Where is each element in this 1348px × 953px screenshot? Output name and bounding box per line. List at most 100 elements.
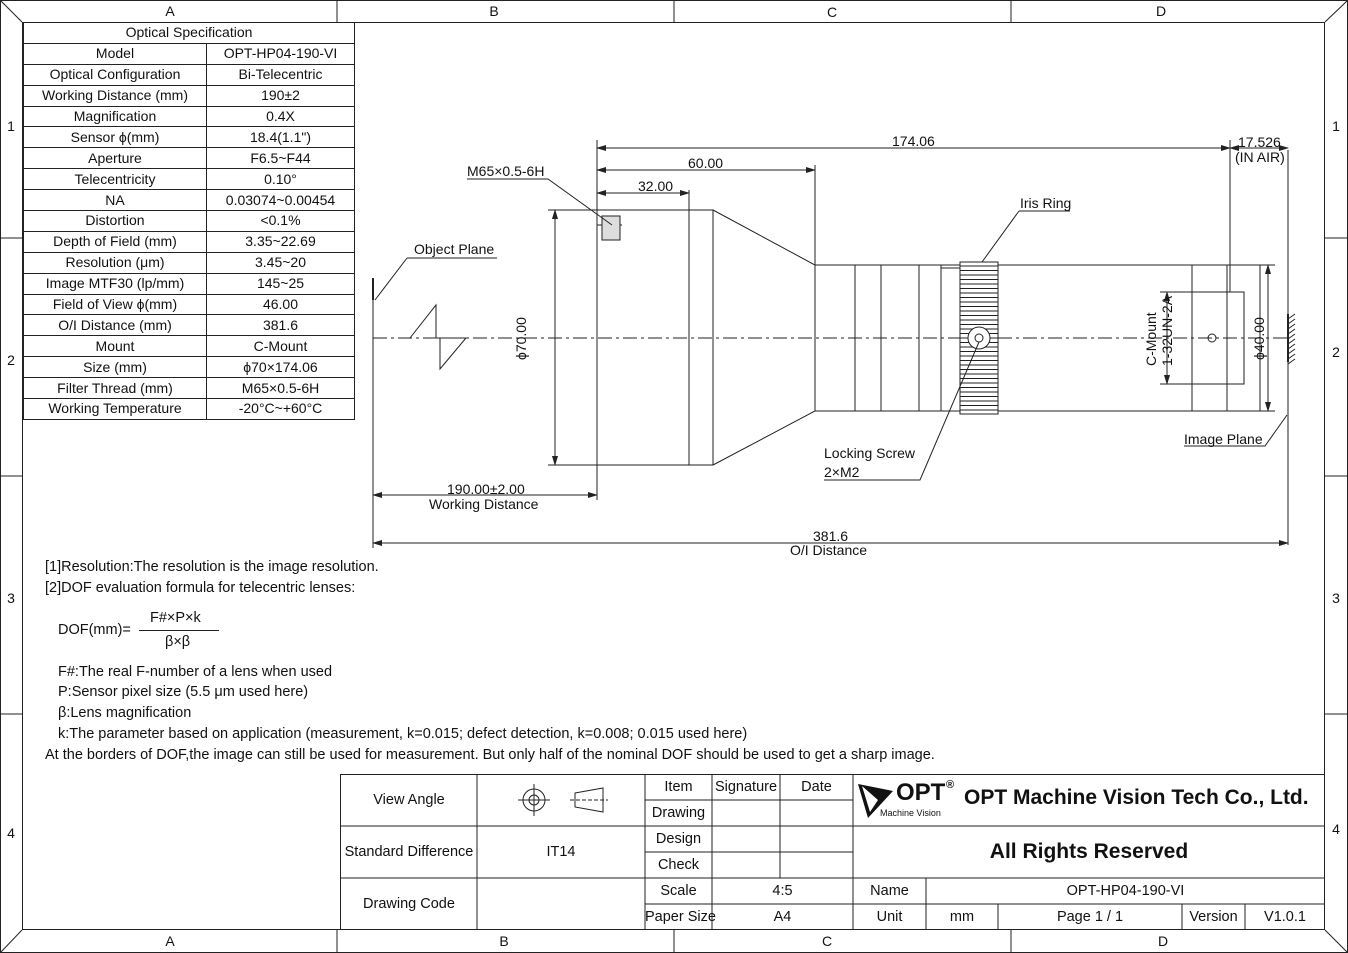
working-distance-value: 190.00±2.00 xyxy=(447,481,525,497)
dim-air-note: (IN AIR) xyxy=(1235,149,1285,165)
spec-row: Working Temperature-20°C~+60°C xyxy=(23,398,355,420)
zone-col-b-top: B xyxy=(489,3,499,19)
note-borders: At the borders of DOF,the image can stil… xyxy=(45,747,935,763)
dof-numerator: F#×P×k xyxy=(150,610,201,626)
drawing-row: Drawing xyxy=(651,805,706,821)
zone-col-c-bottom: C xyxy=(821,933,833,949)
note-k-parameter: k:The parameter based on application (me… xyxy=(58,726,748,742)
zone-col-b-bottom: B xyxy=(499,933,509,949)
company-name: OPT Machine Vision Tech Co., Ltd. xyxy=(964,786,1309,809)
oi-distance-value: 381.6 xyxy=(813,528,849,544)
dim-60: 60.00 xyxy=(688,155,724,171)
barrel-ring xyxy=(688,209,714,466)
unit-label: Unit xyxy=(876,909,903,925)
dof-denominator: β×β xyxy=(165,634,191,650)
spec-value: F6.5~F44 xyxy=(206,147,355,170)
spec-value: 190±2 xyxy=(206,84,355,107)
image-plane-label: Image Plane xyxy=(1184,431,1263,447)
design-row: Design xyxy=(655,831,702,847)
rights-notice: All Rights Reserved xyxy=(989,840,1189,863)
oi-distance-label: O/I Distance xyxy=(790,542,868,558)
spec-key: O/I Distance (mm) xyxy=(23,314,207,337)
spec-key: Optical Configuration xyxy=(23,63,207,86)
logo-text: OPT xyxy=(896,779,946,806)
page-indicator: Page 1 / 1 xyxy=(1056,909,1124,925)
spec-row: Depth of Field (mm)3.35~22.69 xyxy=(23,230,355,253)
dim-air: 17.526 xyxy=(1238,134,1281,150)
zone-row-2-right: 2 xyxy=(1332,344,1340,360)
view-angle-label: View Angle xyxy=(373,792,445,808)
zone-row-1-left: 1 xyxy=(7,118,15,134)
locking-screw-label: Locking Screw xyxy=(824,445,916,461)
spec-row: Size (mm)ϕ70×174.06 xyxy=(23,356,355,379)
spec-value: M65×0.5-6H xyxy=(206,377,355,400)
spec-row: Image MTF30 (lp/mm)145~25 xyxy=(23,272,355,295)
spec-value: 46.00 xyxy=(206,293,355,316)
thread-label: M65×0.5-6H xyxy=(467,163,545,179)
spec-row: Filter Thread (mm)M65×0.5-6H xyxy=(23,377,355,400)
spec-value: ϕ70×174.06 xyxy=(206,356,355,379)
break-symbol xyxy=(409,303,468,371)
item-header: Item xyxy=(664,779,693,795)
std-diff-value: IT14 xyxy=(546,844,576,860)
locking-screw xyxy=(967,326,991,350)
spec-key: Working Temperature xyxy=(23,398,207,420)
working-distance-label: Working Distance xyxy=(429,496,539,512)
version-value: V1.0.1 xyxy=(1264,909,1306,925)
dof-lhs: DOF(mm)= xyxy=(58,622,131,638)
spec-key: Working Distance (mm) xyxy=(23,84,207,107)
zone-row-3-right: 3 xyxy=(1332,590,1340,606)
projection-symbol-icon xyxy=(518,784,608,816)
spec-key: Magnification xyxy=(23,105,207,128)
zone-row-2-left: 2 xyxy=(7,352,15,368)
check-row: Check xyxy=(657,857,700,873)
spec-key: Aperture xyxy=(23,147,207,170)
zone-row-4-left: 4 xyxy=(7,825,15,841)
note-fnumber: F#:The real F-number of a lens when used xyxy=(58,664,333,680)
spec-key: Field of View ϕ(mm) xyxy=(23,293,207,316)
spec-value: -20°C~+60°C xyxy=(206,398,355,420)
unit-value: mm xyxy=(949,909,975,925)
spec-key: Telecentricity xyxy=(23,168,207,191)
c-mount xyxy=(1226,291,1245,385)
name-value: OPT-HP04-190-VI xyxy=(1066,883,1185,899)
zone-col-a-top: A xyxy=(165,3,175,19)
zone-col-d-bottom: D xyxy=(1157,933,1169,949)
iris-ring-label: Iris Ring xyxy=(1020,195,1072,211)
zone-col-a-bottom: A xyxy=(165,933,175,949)
mount-center-mark xyxy=(1207,333,1217,343)
fraction-bar xyxy=(139,630,219,631)
spec-row: Resolution (μm)3.45~20 xyxy=(23,251,355,274)
spec-value: C-Mount xyxy=(206,335,355,358)
opt-logo-icon xyxy=(858,784,893,818)
zone-row-1-right: 1 xyxy=(1332,118,1340,134)
zone-row-3-left: 3 xyxy=(7,590,15,606)
name-label: Name xyxy=(870,883,909,899)
spec-value: 0.4X xyxy=(206,105,355,128)
spec-value: 145~25 xyxy=(206,272,355,295)
object-plane-label: Object Plane xyxy=(414,241,495,257)
spec-value: Bi-Telecentric xyxy=(206,63,355,86)
zone-col-d-top: D xyxy=(1155,3,1167,19)
spec-value: OPT-HP04-190-VI xyxy=(206,42,355,65)
dim-total-length: 174.06 xyxy=(892,133,935,149)
spec-key: Resolution (μm) xyxy=(23,251,207,274)
note-resolution: [1]Resolution:The resolution is the imag… xyxy=(45,559,379,575)
drawing-code-label: Drawing Code xyxy=(363,896,455,912)
spec-row: Field of View ϕ(mm)46.00 xyxy=(23,293,355,316)
version-label: Version xyxy=(1189,909,1238,925)
note-pixel: P:Sensor pixel size (5.5 μm used here) xyxy=(58,684,309,700)
spec-row: O/I Distance (mm)381.6 xyxy=(23,314,355,337)
dim-32: 32.00 xyxy=(638,178,674,194)
note-magnification: β:Lens magnification xyxy=(58,705,192,721)
note-dof-formula: [2]DOF evaluation formula for telecentri… xyxy=(45,580,356,596)
spec-key: Mount xyxy=(23,335,207,358)
spec-value: 3.45~20 xyxy=(206,251,355,274)
locking-screw-size: 2×M2 xyxy=(824,464,860,480)
